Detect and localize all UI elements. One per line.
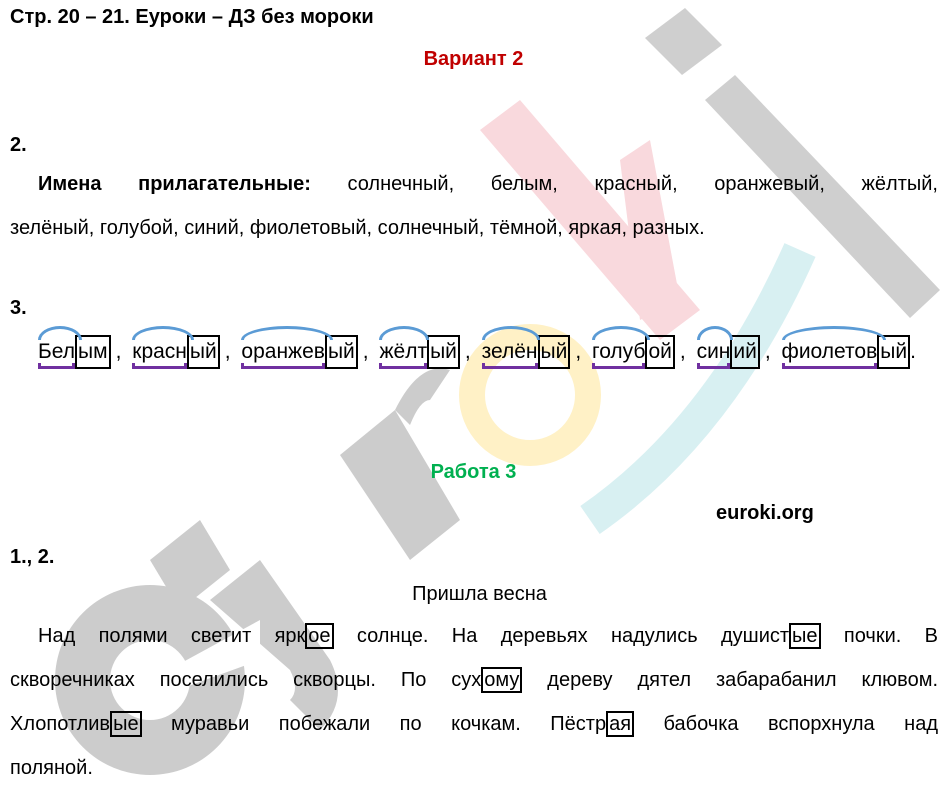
task-2-text: Имена прилагательные: солнечный, белым, … xyxy=(10,162,938,250)
word-stem: красн xyxy=(132,326,195,369)
task-2-label: Имена прилагательные: xyxy=(38,173,311,195)
work-3-number: 1., 2. xyxy=(10,546,55,568)
work-3-heading: Работа 3 xyxy=(430,461,517,483)
ending-box: ые xyxy=(110,711,142,737)
site-link[interactable]: euroki.org xyxy=(716,502,814,524)
watermark-gray-r-icon xyxy=(340,410,460,560)
root-arc-icon xyxy=(781,326,886,340)
word-stem: фиолетов xyxy=(781,326,886,369)
ending-box: ая xyxy=(606,711,635,737)
task-2-line-1: солнечный, белым, красный, оранжевый, жё… xyxy=(310,173,939,195)
word-ending: ой xyxy=(645,335,675,369)
root-arc-icon xyxy=(132,326,195,340)
root-arc-icon xyxy=(241,326,334,340)
word-ending: ый xyxy=(324,335,358,369)
word-ending: ый xyxy=(186,335,220,369)
root-arc-icon xyxy=(38,326,82,340)
task-2-number: 2. xyxy=(10,134,27,156)
word-stem: жёлт xyxy=(379,326,430,369)
word-ending: ый xyxy=(427,335,460,369)
page-title: Стр. 20 – 21. Еуроки – ДЗ без мороки xyxy=(10,6,374,28)
root-arc-icon xyxy=(592,326,651,340)
task-2-line-2: зелёный, голубой, синий, фиолетовый, сол… xyxy=(10,217,705,239)
word-ending: ый xyxy=(537,335,571,369)
word-stem: зелён xyxy=(481,326,540,369)
ending-box: ые xyxy=(789,623,821,649)
word-stem: оранжев xyxy=(241,326,334,369)
task-3-number: 3. xyxy=(10,297,27,319)
word-stem: голуб xyxy=(592,326,651,369)
word-stem: син xyxy=(696,326,733,369)
word-ending: ым xyxy=(75,335,111,369)
word-ending: ий xyxy=(730,335,760,369)
word-stem: Бел xyxy=(38,326,82,369)
ending-box: ое xyxy=(305,623,334,649)
word-ending: ый xyxy=(877,335,911,369)
root-arc-icon xyxy=(481,326,540,340)
story-line-4: поляной. xyxy=(10,757,93,779)
variant-heading: Вариант 2 xyxy=(423,48,524,70)
root-arc-icon xyxy=(696,326,733,340)
story-title: Пришла весна xyxy=(412,583,547,605)
root-arc-icon xyxy=(379,326,430,340)
ending-box: ому xyxy=(481,667,523,693)
